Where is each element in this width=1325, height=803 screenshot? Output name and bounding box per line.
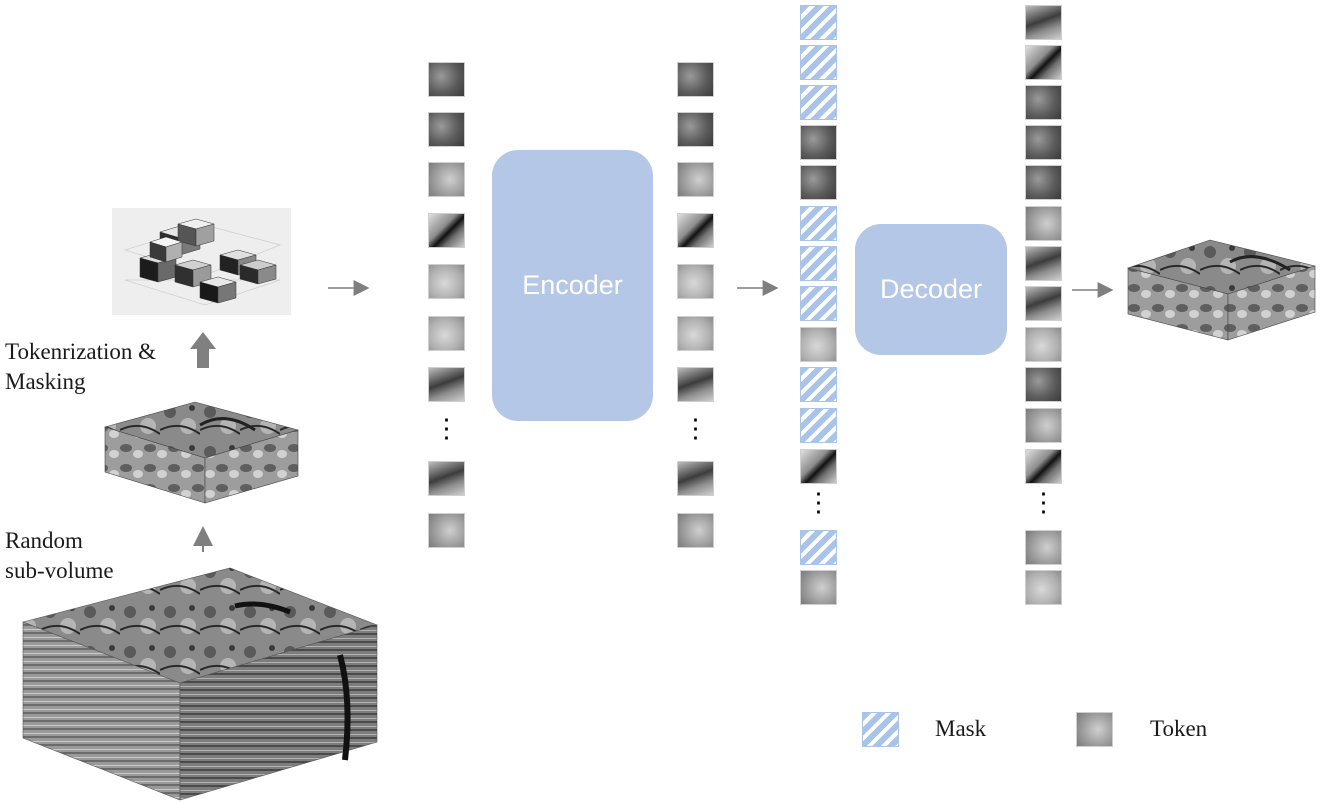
mask-tile	[800, 206, 837, 241]
sub-volume-cube	[103, 401, 300, 504]
token-tile	[428, 213, 465, 248]
subvolume-label: sub-volume	[5, 558, 114, 583]
decoder-label: Decoder	[879, 274, 983, 304]
output-cube	[1126, 239, 1317, 341]
em-volume	[22, 567, 378, 801]
mask-tile	[800, 286, 837, 321]
mask-tile	[800, 530, 837, 565]
token-tile	[1025, 246, 1062, 281]
token-tile	[677, 461, 714, 496]
token-tile	[800, 570, 837, 605]
token-tile	[677, 264, 714, 299]
tokenized-3d-view	[112, 208, 291, 315]
mask-tile	[800, 45, 837, 80]
encoder-label: Encoder	[522, 270, 623, 300]
token-tile	[428, 461, 465, 496]
token-tile	[677, 162, 714, 197]
ellipsis: ⋮	[1030, 487, 1057, 517]
token-tile	[428, 62, 465, 97]
token-tile	[428, 264, 465, 299]
mask-tile	[800, 408, 837, 443]
token-tile	[677, 513, 714, 548]
token-tile	[428, 162, 465, 197]
decoder-block: Decoder	[855, 224, 1007, 355]
token-tile	[800, 165, 837, 200]
token-tile	[1025, 570, 1062, 605]
token-tile	[677, 112, 714, 147]
token-tile	[1025, 5, 1062, 40]
token-tile	[800, 125, 837, 160]
token-tile	[800, 449, 837, 484]
ellipsis: ⋮	[433, 413, 460, 443]
token-tile	[1025, 85, 1062, 120]
mask-tile	[800, 85, 837, 120]
token-tile	[800, 327, 837, 362]
token-tile	[677, 62, 714, 97]
token-tile	[1025, 367, 1062, 402]
ellipsis: ⋮	[805, 487, 832, 517]
mask-tile	[800, 246, 837, 281]
token-tile	[1025, 125, 1062, 160]
legend-mask-label: Mask	[935, 716, 987, 741]
token-tile	[677, 367, 714, 402]
mask-tile	[800, 5, 837, 40]
token-tile	[428, 316, 465, 351]
token-tile	[428, 367, 465, 402]
masking-label: Masking	[5, 369, 86, 394]
legend-token-label: Token	[1150, 716, 1208, 741]
legend-token-swatch	[1076, 712, 1113, 747]
token-tile	[1025, 286, 1062, 321]
mask-tile	[800, 367, 837, 402]
token-tile	[428, 112, 465, 147]
token-tile	[1025, 206, 1062, 241]
ellipsis: ⋮	[682, 413, 709, 443]
encoder-block: Encoder	[492, 150, 653, 421]
token-tile	[1025, 408, 1062, 443]
token-tile	[1025, 530, 1062, 565]
thick-arrow-up	[190, 332, 216, 368]
token-tile	[1025, 165, 1062, 200]
random-label: Random	[5, 528, 83, 553]
token-tile	[1025, 45, 1062, 80]
token-tile	[677, 213, 714, 248]
token-tile	[677, 316, 714, 351]
token-tile	[428, 513, 465, 548]
legend-mask-swatch	[862, 712, 899, 747]
token-tile	[1025, 449, 1062, 484]
tokenization-label: Tokenrization &	[5, 339, 157, 364]
token-tile	[1025, 327, 1062, 362]
